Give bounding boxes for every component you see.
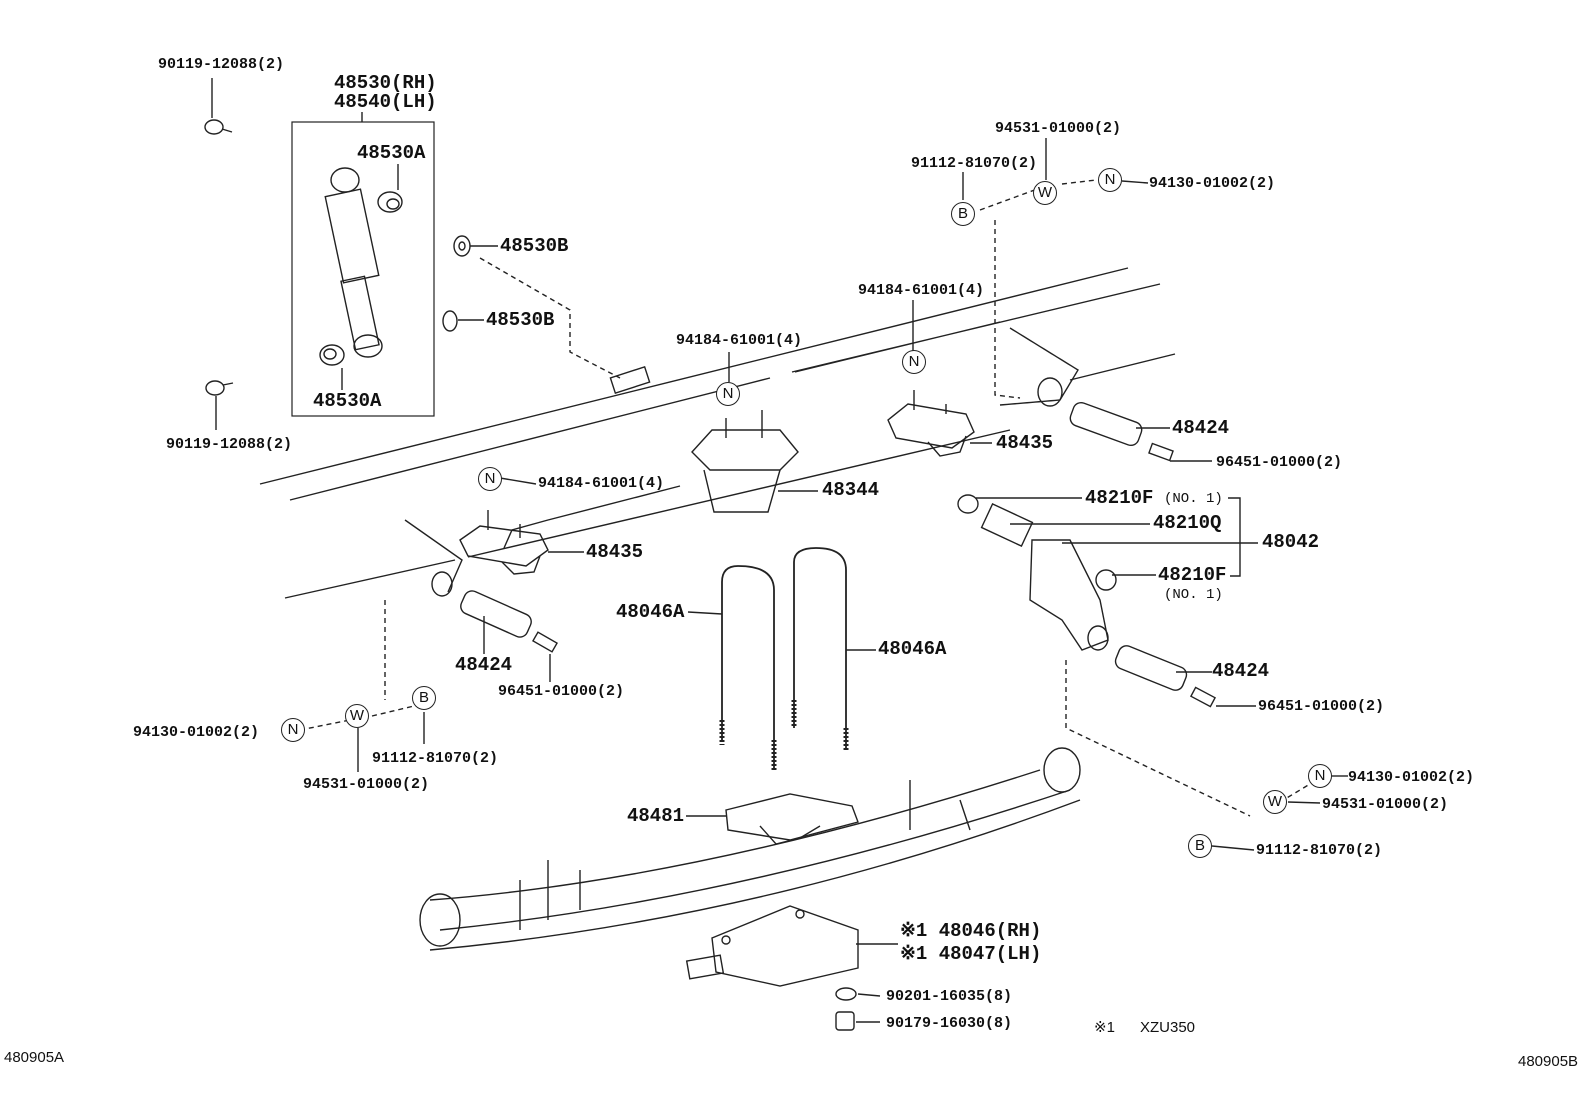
label-pin-48424-left: 48424 <box>455 654 513 676</box>
leaf-spring-icon <box>419 747 1081 951</box>
frame-rail-lower <box>284 353 1176 599</box>
label-nut-90179: 90179-16030(8) <box>886 1015 1013 1032</box>
nut-symbol-right: N <box>1308 764 1332 788</box>
washer-symbol-right: W <box>1263 790 1287 814</box>
note-mark: ※1 <box>1094 1019 1115 1036</box>
label-shock-rh: 48530(RH) <box>334 72 437 94</box>
nut-symbol-94184-center: N <box>716 382 740 406</box>
bolt-symbol-top: B <box>951 202 975 226</box>
washer-symbol-top: W <box>1033 181 1057 205</box>
label-pin-48424-right-bottom: 48424 <box>1212 660 1270 682</box>
grease-fitting-right-bottom-icon <box>1189 686 1217 708</box>
bolt-symbol-left: B <box>412 686 436 710</box>
label-bush-48210f-bottom: 48210F <box>1158 564 1227 586</box>
shock-pin-icon <box>609 365 651 395</box>
label-spring-seat-48481: 48481 <box>627 805 685 827</box>
label-bolt-91112-top: 91112-81070(2) <box>911 155 1038 172</box>
label-washer-94531-top: 94531-01000(2) <box>995 120 1122 137</box>
bumper-48435-left-icon <box>459 510 549 575</box>
front-hanger-bracket <box>999 327 1079 406</box>
pin-48424-right-bottom-icon <box>1114 645 1188 691</box>
label-pin-48424-right-top: 48424 <box>1172 417 1230 439</box>
label-shock-washer-1: 48530B <box>500 235 569 257</box>
label-u-bolt-right: 48046A <box>878 638 947 660</box>
label-nut-94130-right: 94130-01002(2) <box>1348 769 1475 786</box>
label-grease-96451-left: 96451-01000(2) <box>498 683 625 700</box>
label-nut-94184-right: 94184-61001(4) <box>858 282 985 299</box>
washer-icon-48530b-1 <box>453 235 471 257</box>
grease-fitting-left-icon <box>532 631 558 653</box>
label-bolt-91112-left: 91112-81070(2) <box>372 750 499 767</box>
label-bush-48210f-top-note: (NO. 1) <box>1164 491 1223 507</box>
nut-symbol-94184-left: N <box>478 467 502 491</box>
label-u-bolt-left: 48046A <box>616 601 685 623</box>
label-shock-washer-2: 48530B <box>486 309 555 331</box>
bolt-icon-bottom <box>205 380 234 396</box>
label-shock-lh: 48540(LH) <box>334 91 437 113</box>
nut-symbol-left: N <box>281 718 305 742</box>
nut-90179-icon <box>835 1011 855 1031</box>
label-bush-48210f-bottom-note: (NO. 1) <box>1164 587 1223 603</box>
spring-plate-icon <box>685 905 859 987</box>
bolt-icon-top <box>204 119 233 135</box>
nut-symbol-top: N <box>1098 168 1122 192</box>
label-washer-94531-right: 94531-01000(2) <box>1322 796 1449 813</box>
u-bolt-right <box>793 547 847 750</box>
frame-rail-upper <box>259 267 1161 501</box>
label-nut-94184-left: 94184-61001(4) <box>538 475 665 492</box>
label-bush-48210q: 48210Q <box>1153 512 1222 534</box>
washer-symbol-left: W <box>345 704 369 728</box>
label-shock-bushing-top: 48530A <box>357 142 426 164</box>
shock-bushing-icon-top <box>377 191 403 213</box>
label-bush-48210f-top: 48210F <box>1085 487 1154 509</box>
spring-seat-48481-icon <box>725 793 859 845</box>
sheet-number-right: 480905B <box>1518 1053 1579 1070</box>
washer-90201-icon <box>835 987 857 1001</box>
shock-absorber-icon <box>324 167 383 358</box>
label-bolt-91112-right: 91112-81070(2) <box>1256 842 1383 859</box>
label-plate-lh: ※1 48047(LH) <box>900 943 1042 965</box>
pin-48424-right-top-icon <box>1069 401 1143 447</box>
bumper-48435-right-icon <box>887 390 975 457</box>
nut-symbol-94184-right: N <box>902 350 926 374</box>
label-grease-96451-right-top: 96451-01000(2) <box>1216 454 1343 471</box>
label-bumper-48435-right: 48435 <box>996 432 1054 454</box>
label-shock-bushing-bottom: 48530A <box>313 390 382 412</box>
washer-icon-48530b-2 <box>442 310 458 332</box>
sheet-number-left: 480905A <box>4 1049 65 1066</box>
label-bolt-90119-top: 90119-12088(2) <box>158 56 285 73</box>
label-nut-94130-top: 94130-01002(2) <box>1149 175 1276 192</box>
bolt-symbol-right: B <box>1188 834 1212 858</box>
label-nut-94184-center: 94184-61001(4) <box>676 332 803 349</box>
label-nut-94130-left: 94130-01002(2) <box>133 724 260 741</box>
note-text: XZU350 <box>1140 1019 1196 1036</box>
shock-bushing-icon-bottom <box>319 344 345 366</box>
u-bolt-left <box>721 565 775 770</box>
label-washer-94531-left: 94531-01000(2) <box>303 776 430 793</box>
shackle-48042-icon <box>957 494 1117 651</box>
bracket-48344-icon <box>691 410 799 513</box>
rear-hanger-bracket <box>404 519 463 593</box>
shock-absorber-box <box>291 121 435 417</box>
label-bolt-90119-bottom: 90119-12088(2) <box>166 436 293 453</box>
label-plate-rh: ※1 48046(RH) <box>900 920 1042 942</box>
grease-fitting-right-top-icon <box>1148 442 1174 462</box>
label-shackle-48042: 48042 <box>1262 531 1320 553</box>
label-bumper-48435-left: 48435 <box>586 541 644 563</box>
label-grease-96451-right-bottom: 96451-01000(2) <box>1258 698 1385 715</box>
pin-48424-left-icon <box>460 590 532 638</box>
label-bracket-48344: 48344 <box>822 479 880 501</box>
label-washer-90201: 90201-16035(8) <box>886 988 1013 1005</box>
